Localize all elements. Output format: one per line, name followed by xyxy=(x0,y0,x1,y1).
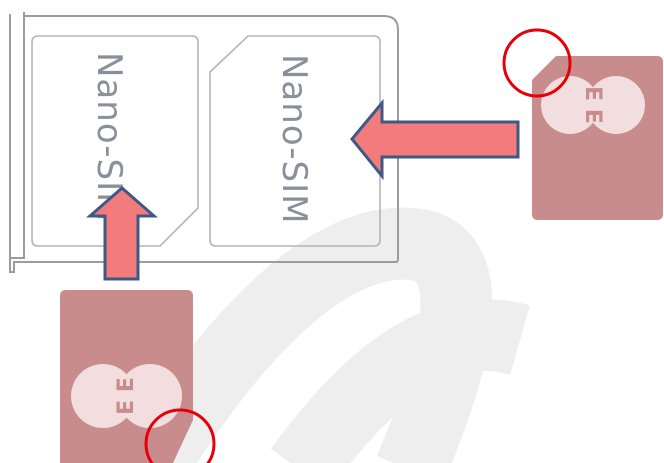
watermark-stroke-2 xyxy=(270,299,530,463)
slot-right xyxy=(209,35,381,247)
sim-card-left: E E xyxy=(60,290,193,463)
watermark-logo xyxy=(119,207,530,463)
logo-circle-3 xyxy=(71,364,135,428)
slot-left xyxy=(31,35,199,247)
arrow-up-icon xyxy=(86,186,158,281)
sim-card-right-logo-text: E E xyxy=(580,86,605,124)
highlight-circle-right-notch xyxy=(502,28,572,98)
logo-circle-2 xyxy=(587,76,645,134)
arrow-left-icon xyxy=(350,98,520,181)
tray-outline xyxy=(9,12,399,273)
sim-card-right-body xyxy=(532,56,663,220)
slot-right-label: Nano-SIM xyxy=(274,54,314,224)
highlight-circle-left-notch xyxy=(144,408,216,463)
sim-card-left-logo-text: E E xyxy=(114,377,139,415)
sim-card-right: E E xyxy=(532,56,663,220)
